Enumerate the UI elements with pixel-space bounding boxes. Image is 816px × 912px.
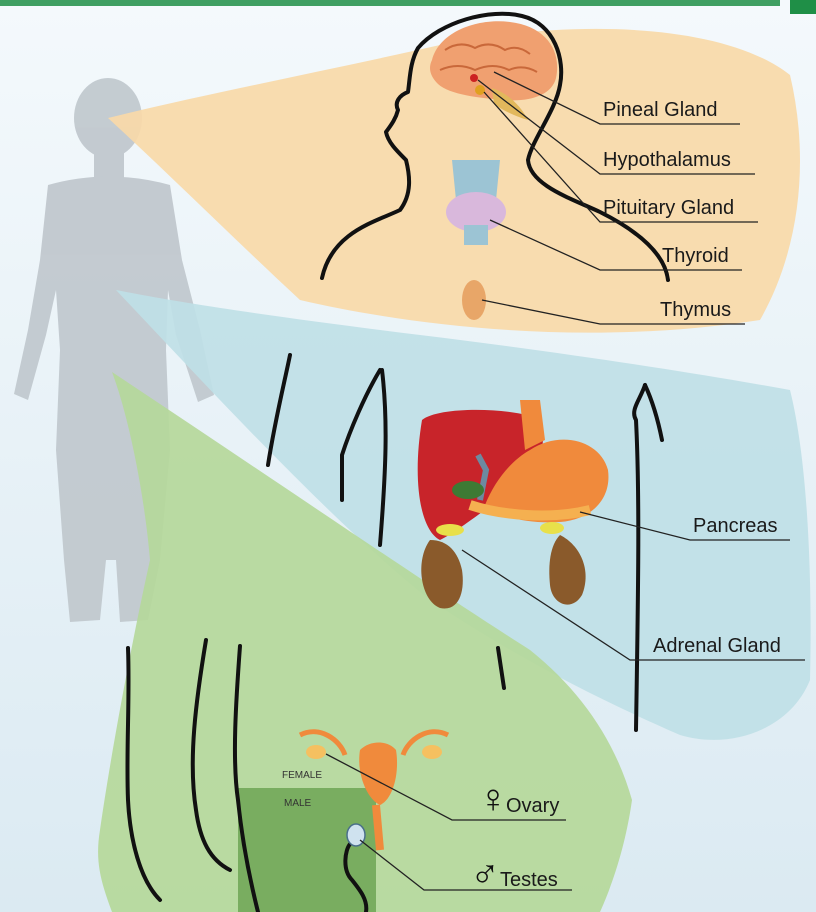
label-hypothalamus: Hypothalamus (603, 149, 731, 171)
label-thyroid: Thyroid (662, 245, 729, 267)
female-region-label: FEMALE (282, 770, 322, 781)
label-ovary: Ovary (506, 795, 559, 817)
male-region-label: MALE (284, 798, 312, 809)
female-symbol-icon: ♀ (478, 777, 508, 821)
label-thymus: Thymus (660, 299, 731, 321)
label-adrenal-gland: Adrenal Gland (653, 635, 781, 657)
label-pineal-gland: Pineal Gland (603, 99, 718, 121)
male-symbol-icon: ♂ (470, 851, 500, 895)
label-pancreas: Pancreas (693, 515, 778, 537)
label-pituitary-gland: Pituitary Gland (603, 197, 734, 219)
label-testes: Testes (500, 869, 558, 891)
